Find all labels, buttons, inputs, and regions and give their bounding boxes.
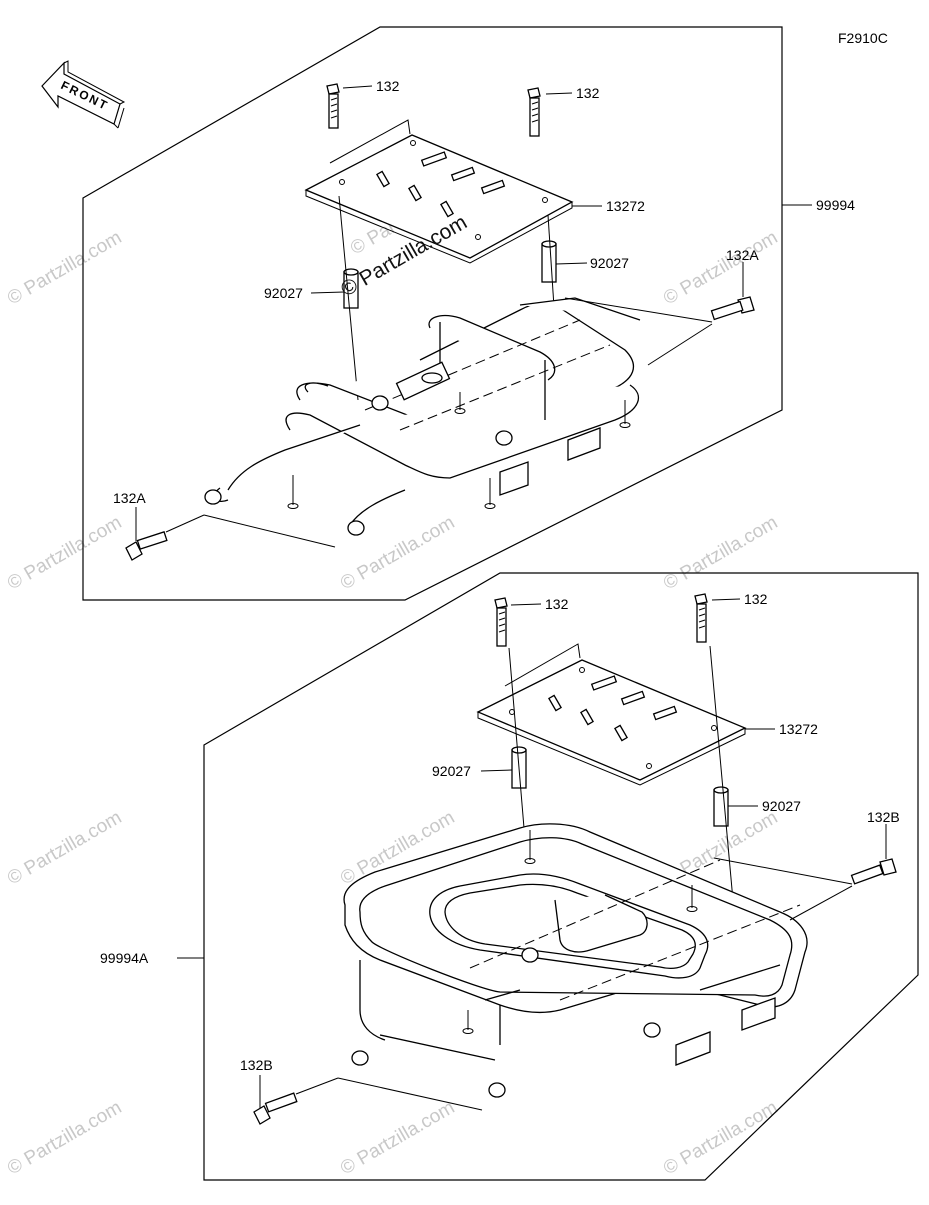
front-arrow-icon: FRONT xyxy=(41,60,126,129)
cargo-rack-frame xyxy=(343,823,808,1098)
watermark: © Partzilla.com xyxy=(337,1097,458,1179)
part-label-132[interactable]: 132 xyxy=(376,78,400,94)
part-label-132A[interactable]: 132A xyxy=(113,490,146,506)
bolt-icon xyxy=(253,1092,298,1125)
part-label-132[interactable]: 132 xyxy=(576,85,600,101)
part-label-99994[interactable]: 99994 xyxy=(816,197,855,213)
part-label-132[interactable]: 132 xyxy=(545,596,569,612)
watermark: © Partzilla.com xyxy=(660,1097,781,1179)
part-label-92027[interactable]: 92027 xyxy=(590,255,629,271)
part-label-13272[interactable]: 13272 xyxy=(779,721,818,737)
mounting-plate xyxy=(476,643,747,786)
upper-assembly: 132 132 13272 xyxy=(82,26,855,601)
bolt-icon xyxy=(694,593,708,643)
bolt-icon xyxy=(850,858,897,885)
watermark: © Partzilla.com xyxy=(4,227,125,309)
upper-assembly-frame xyxy=(82,26,783,601)
lower-assembly: 132 132 13272 xyxy=(100,572,919,1181)
watermark: © Partzilla.com xyxy=(660,512,781,594)
part-label-132A[interactable]: 132A xyxy=(726,247,759,263)
bolt-icon xyxy=(710,296,755,321)
collar-icon xyxy=(343,268,359,309)
part-label-132[interactable]: 132 xyxy=(744,591,768,607)
bolt-icon xyxy=(527,87,541,137)
part-label-92027[interactable]: 92027 xyxy=(432,763,471,779)
part-label-132B[interactable]: 132B xyxy=(240,1057,273,1073)
watermark: © Partzilla.com xyxy=(660,227,781,309)
bolt-icon xyxy=(326,83,340,129)
collar-icon xyxy=(541,240,557,283)
figure-code: F2910C xyxy=(838,30,888,46)
cargo-rack-frame xyxy=(204,297,641,536)
bolt-icon xyxy=(494,597,508,647)
part-label-13272[interactable]: 13272 xyxy=(606,198,645,214)
front-label: FRONT xyxy=(59,78,111,113)
watermark: © Partzilla.com xyxy=(4,512,125,594)
mounting-plate xyxy=(304,119,574,264)
part-label-92027[interactable]: 92027 xyxy=(264,285,303,301)
watermarks: © Partzilla.com © Partzilla.com © Partzi… xyxy=(4,177,781,1179)
bolt-icon xyxy=(125,531,168,561)
part-label-132B[interactable]: 132B xyxy=(867,809,900,825)
part-label-99994A[interactable]: 99994A xyxy=(100,950,149,966)
watermark: © Partzilla.com xyxy=(4,807,125,889)
collar-icon xyxy=(713,786,729,827)
lower-assembly-frame xyxy=(203,572,919,1181)
watermark: © Partzilla.com xyxy=(4,1097,125,1179)
part-label-92027[interactable]: 92027 xyxy=(762,798,801,814)
